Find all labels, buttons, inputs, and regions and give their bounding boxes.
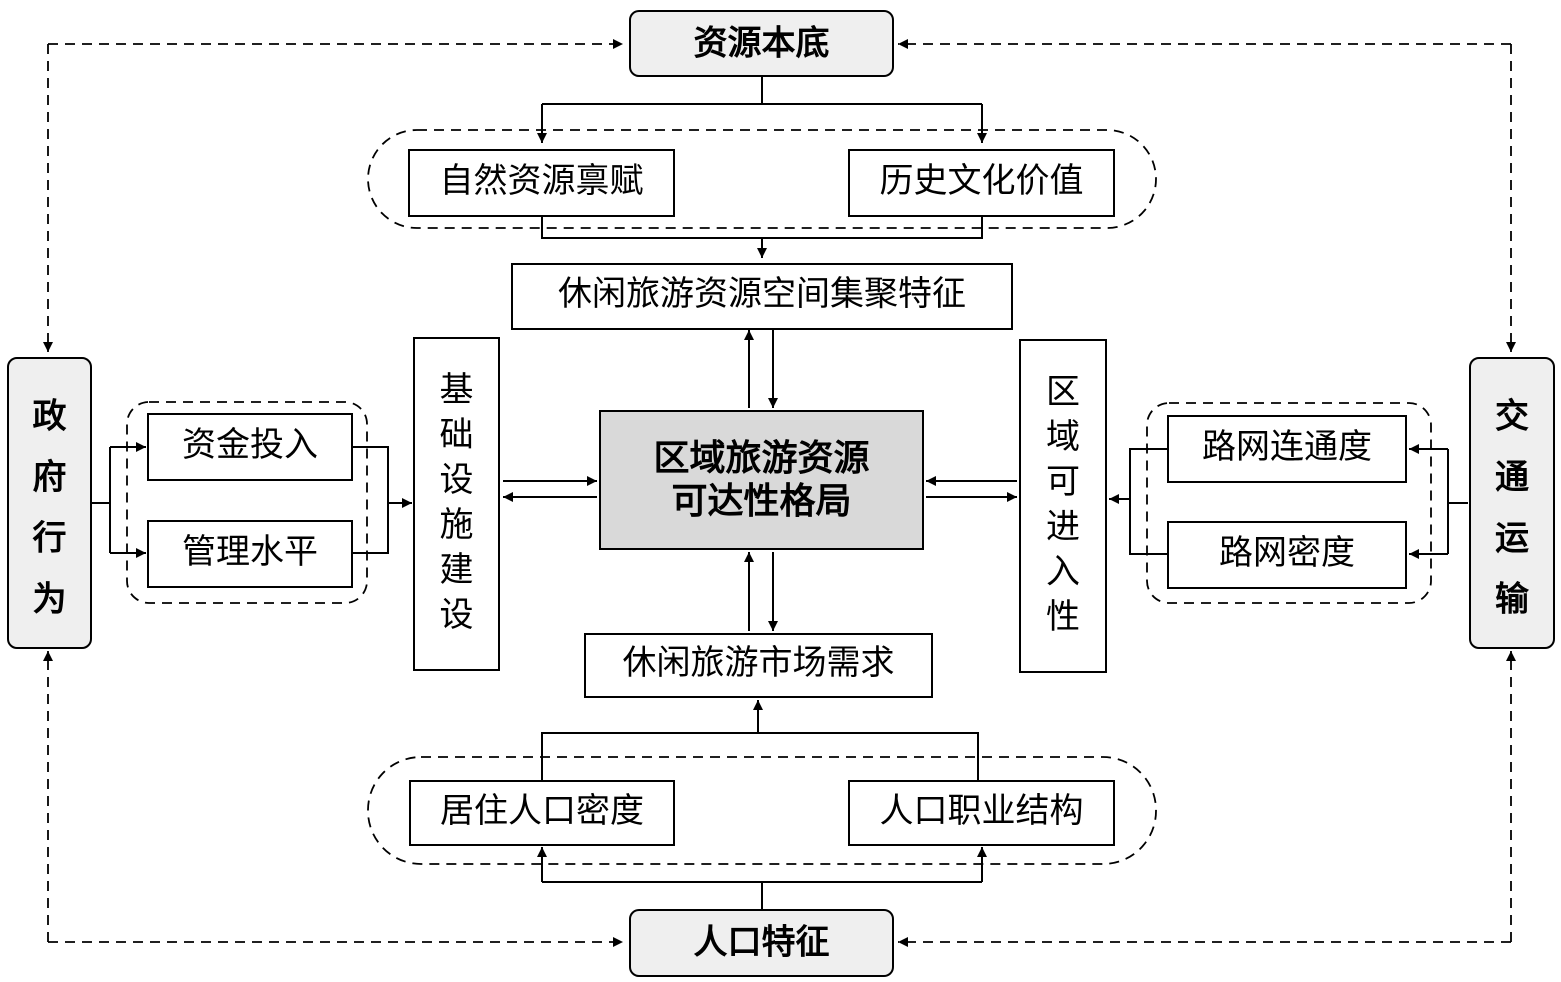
historical-culture-label: 历史文化价值 bbox=[880, 161, 1084, 201]
natural-resource-label: 自然资源禀赋 bbox=[440, 161, 644, 201]
government-node: 政府行为 bbox=[7, 357, 92, 649]
road-connectivity-node: 路网连通度 bbox=[1167, 415, 1407, 483]
transport-node: 交通运输 bbox=[1469, 357, 1555, 649]
center-label-line1: 区域旅游资源 bbox=[653, 438, 869, 479]
management-label: 管理水平 bbox=[182, 532, 318, 572]
management-node: 管理水平 bbox=[147, 520, 353, 588]
resource-base-node: 资源本底 bbox=[629, 10, 894, 77]
right-factor-group bbox=[1146, 402, 1432, 604]
government-label: 政府行为 bbox=[33, 397, 67, 620]
infrastructure-node: 基础设施建设 bbox=[413, 337, 500, 671]
left-factor-group bbox=[126, 401, 368, 604]
road-density-node: 路网密度 bbox=[1167, 521, 1407, 589]
bottom-center-arrows bbox=[744, 552, 778, 631]
road-density-label: 路网密度 bbox=[1219, 533, 1355, 573]
resource-cluster-label: 休闲旅游资源空间集聚特征 bbox=[558, 274, 966, 314]
bottom-factor-group bbox=[367, 756, 1157, 865]
top-center-arrows bbox=[744, 330, 778, 408]
occupation-structure-label: 人口职业结构 bbox=[880, 791, 1084, 831]
occupation-structure-node: 人口职业结构 bbox=[848, 780, 1115, 846]
population-feature-node: 人口特征 bbox=[629, 909, 894, 977]
population-feature-label: 人口特征 bbox=[694, 923, 830, 963]
road-connectivity-label: 路网连通度 bbox=[1202, 427, 1372, 467]
funding-label: 资金投入 bbox=[182, 425, 318, 465]
funding-node: 资金投入 bbox=[147, 413, 353, 481]
top-factor-group bbox=[367, 129, 1157, 229]
top-connectors bbox=[537, 76, 987, 258]
left-connectors bbox=[91, 442, 412, 558]
feedback-loops bbox=[43, 39, 1516, 947]
resource-cluster-node: 休闲旅游资源空间集聚特征 bbox=[511, 263, 1013, 330]
natural-resource-node: 自然资源禀赋 bbox=[408, 149, 675, 217]
right-center-arrows bbox=[926, 476, 1017, 502]
accessibility-label: 区域可进入性 bbox=[1046, 372, 1080, 637]
accessibility-node: 区域可进入性 bbox=[1019, 339, 1107, 673]
market-demand-label: 休闲旅游市场需求 bbox=[623, 643, 895, 683]
right-connectors bbox=[1109, 444, 1468, 559]
population-density-node: 居住人口密度 bbox=[409, 780, 675, 846]
resource-base-label: 资源本底 bbox=[694, 24, 830, 64]
left-center-arrows bbox=[503, 476, 597, 502]
transport-label: 交通运输 bbox=[1495, 397, 1530, 620]
center-node: 区域旅游资源 可达性格局 bbox=[599, 410, 924, 550]
historical-culture-node: 历史文化价值 bbox=[848, 149, 1115, 217]
infrastructure-label: 基础设施建设 bbox=[440, 370, 474, 635]
market-demand-node: 休闲旅游市场需求 bbox=[584, 633, 933, 698]
population-density-label: 居住人口密度 bbox=[440, 791, 644, 831]
center-label-line2: 可达性格局 bbox=[671, 481, 851, 522]
